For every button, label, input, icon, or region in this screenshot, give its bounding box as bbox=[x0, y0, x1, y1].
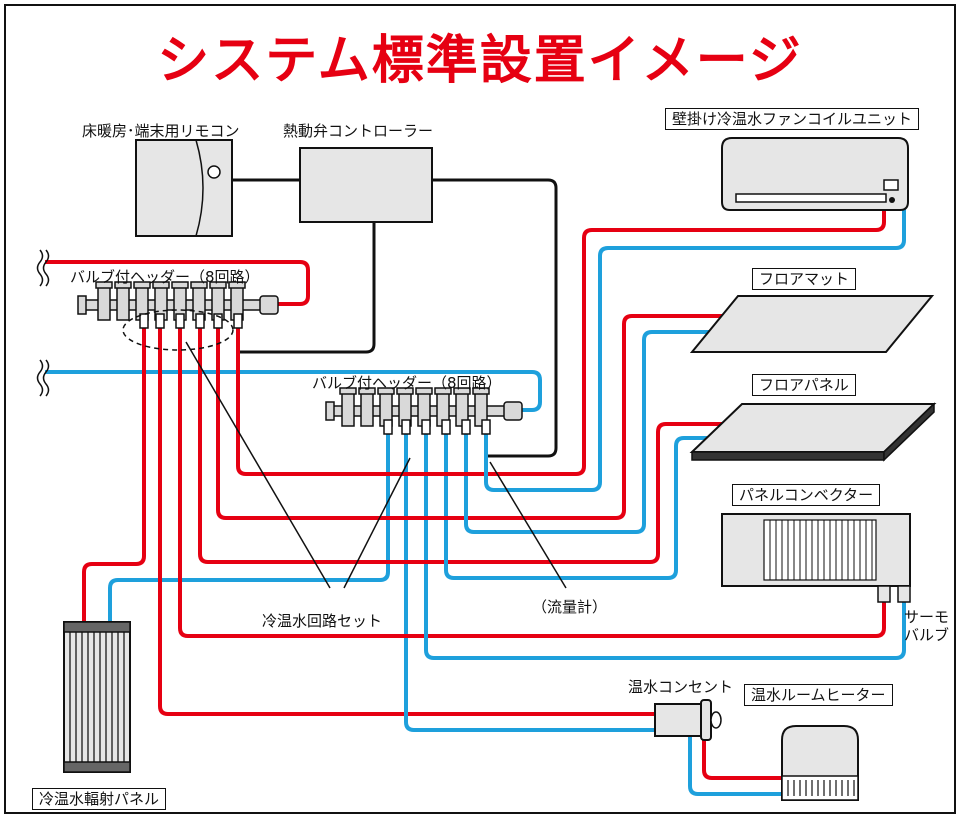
pipe-floormat-cold bbox=[464, 330, 718, 534]
pipe-heater-cold bbox=[688, 730, 782, 796]
label-fancoil: 壁掛け冷温水ファンコイルユニット bbox=[665, 108, 920, 130]
label-circuit-set: 冷温水回路セット bbox=[262, 612, 383, 630]
header1-main-pipe bbox=[45, 260, 310, 306]
convector-unit bbox=[721, 513, 911, 603]
label-flowmeter: （流量計） bbox=[532, 598, 608, 616]
radiant-panel-unit bbox=[63, 621, 131, 773]
pipe-outlet-cold bbox=[404, 434, 655, 732]
label-thermo-valve-2: バルブ bbox=[904, 626, 950, 644]
signal-wires bbox=[232, 178, 558, 458]
label-valve-controller: 熱動弁コントローラー bbox=[283, 122, 434, 140]
header2 bbox=[325, 387, 523, 435]
label-radiant-panel: 冷温水輻射パネル bbox=[32, 788, 167, 810]
pipe-radiant-cold bbox=[108, 434, 390, 622]
label-room-heater: 温水ルームヒーター bbox=[744, 684, 893, 706]
pipe-convector-cold bbox=[424, 434, 906, 660]
controller-header1-wire bbox=[238, 222, 376, 354]
pipe-break-marks bbox=[36, 249, 50, 397]
page-title: システム標準設置イメージ bbox=[157, 31, 803, 91]
hot-water-outlet-icon bbox=[654, 699, 722, 741]
circuit-set-highlight bbox=[122, 309, 234, 351]
pipe-floormat-hot bbox=[216, 314, 728, 520]
label-floorpanel: フロアパネル bbox=[752, 374, 856, 396]
label-header2: バルブ付ヘッダー（8回路） bbox=[312, 374, 502, 392]
label-thermo-valve-1: サーモ bbox=[904, 608, 950, 626]
room-heater-unit bbox=[781, 725, 859, 801]
remote-dial-icon bbox=[207, 165, 221, 179]
floormat-shape bbox=[689, 295, 935, 353]
thermo-valve-icon bbox=[877, 585, 891, 603]
label-outlet: 温水コンセント bbox=[628, 678, 734, 696]
valve-controller-box bbox=[299, 147, 433, 223]
pipe-fancoil-cold bbox=[484, 206, 906, 492]
pipe-radiant-hot bbox=[82, 326, 146, 622]
label-floormat: フロアマット bbox=[752, 268, 857, 290]
leader-lines bbox=[185, 341, 567, 589]
remote-controller bbox=[135, 139, 233, 237]
pipes bbox=[45, 206, 906, 796]
pipe-convector-hot bbox=[178, 326, 886, 638]
label-convector: パネルコンベクター bbox=[732, 484, 881, 506]
label-header1: バルブ付ヘッダー（8回路） bbox=[70, 268, 260, 286]
header1 bbox=[77, 281, 279, 329]
pipe-floorpanel-hot bbox=[198, 326, 722, 564]
pipe-outlet-hot bbox=[158, 326, 655, 716]
floorpanel-shape bbox=[689, 402, 937, 462]
label-remote: 床暖房･端末用リモコン bbox=[82, 122, 240, 140]
pipe-floorpanel-cold bbox=[444, 434, 712, 580]
fancoil-unit bbox=[721, 137, 909, 211]
header2-main-pipe bbox=[45, 370, 542, 412]
outer-frame bbox=[4, 4, 956, 814]
pipe-heater-hot bbox=[702, 730, 782, 780]
controller-header2-wire bbox=[432, 178, 558, 458]
pipe-fancoil-hot bbox=[236, 206, 886, 476]
